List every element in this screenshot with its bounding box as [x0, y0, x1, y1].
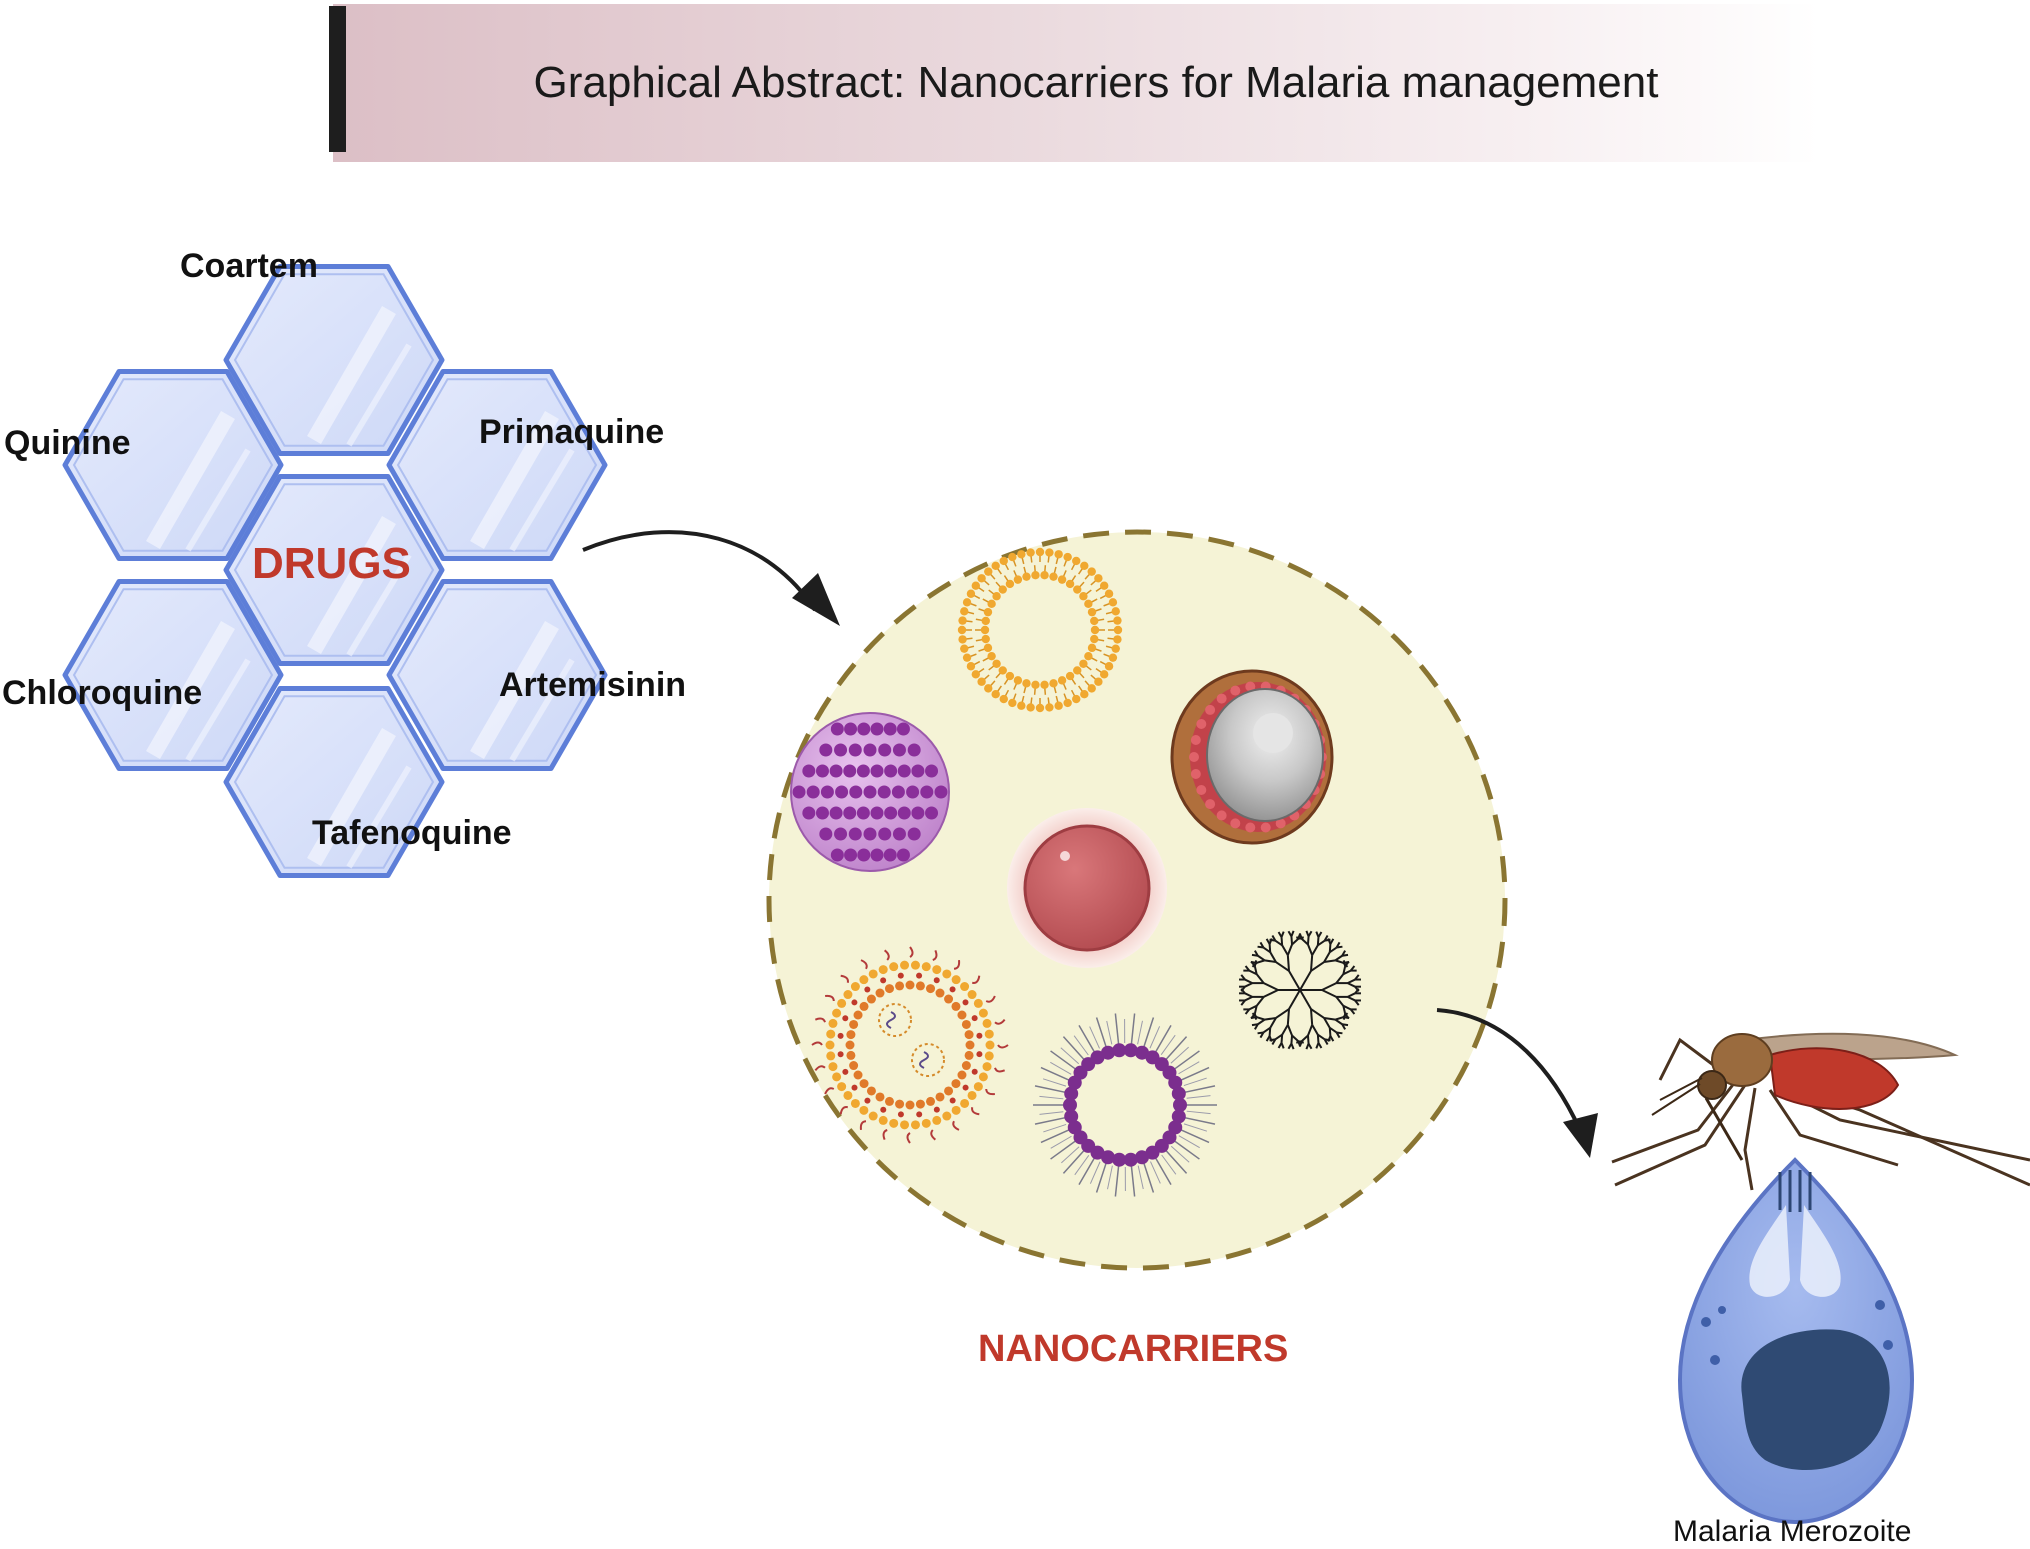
nanocapsule-icon — [1172, 671, 1332, 843]
polymeric-nanoparticle-icon — [791, 713, 949, 871]
arrowhead-icon — [1563, 1113, 1598, 1158]
merozoite-icon — [1680, 1160, 1912, 1522]
arrow-drugs-to-nanocarriers — [583, 532, 815, 610]
drug-label-quinine: Quinine — [4, 424, 131, 463]
drug-label-primaquine: Primaquine — [479, 413, 664, 452]
mosquito-icon — [1612, 1034, 2030, 1190]
drug-label-chloroquine: Chloroquine — [2, 674, 202, 713]
drug-label-coartem: Coartem — [180, 247, 318, 286]
arrowhead-icon — [792, 573, 840, 626]
merozoite-label: Malaria Merozoite — [1673, 1515, 1911, 1549]
solid-lipid-nanoparticle-icon — [1007, 808, 1167, 968]
drugs-label: DRUGS — [252, 539, 411, 589]
drug-label-tafenoquine: Tafenoquine — [312, 814, 512, 853]
drug-label-artemisinin: Artemisinin — [499, 666, 686, 705]
nanocarriers-label: NANOCARRIERS — [978, 1328, 1288, 1371]
